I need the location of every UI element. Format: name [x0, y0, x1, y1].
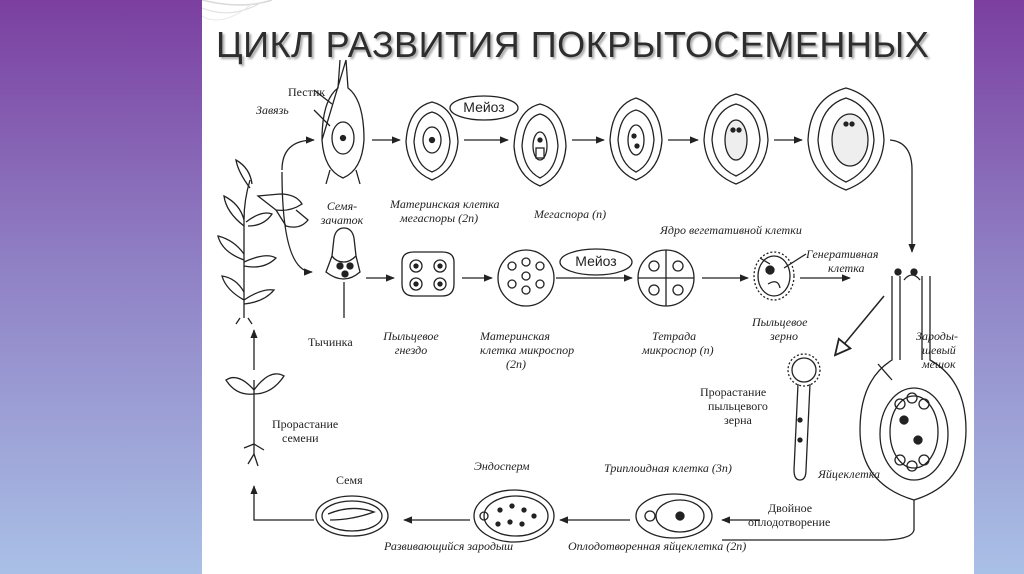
microspore-mother-cell: [498, 250, 554, 306]
ovule-stage-3: [514, 104, 566, 186]
seed: [316, 496, 388, 536]
flowering-plant: [218, 160, 308, 324]
label-prorast-zerna-3: зерна: [724, 414, 752, 427]
ovule-stage-4: [610, 98, 662, 180]
label-zavyaz: Завязь: [256, 104, 289, 117]
label-prorast-semeni-2: семени: [282, 432, 319, 445]
label-zerno-2: зерно: [770, 330, 798, 343]
label-razv-zarodysh: Развивающийся зародыш: [384, 540, 513, 553]
label-megaspora: Мегаспора (n): [534, 208, 606, 221]
label-semyazachatok-2: зачаток: [312, 214, 372, 227]
label-yaytsekletka: Яйцеклетка: [818, 468, 880, 481]
label-triploid: Триплоидная клетка (3n): [604, 462, 732, 475]
label-prorast-zerna-1: Прорастание: [700, 386, 766, 399]
label-oplod-yaytsekletka: Оплодотворенная яйцеклетка (2n): [568, 540, 746, 553]
label-mat-mikrospor-1: Материнская: [480, 330, 550, 343]
label-zerno-1: Пыльцевое: [752, 316, 808, 329]
label-mat-megaspory-2: мегаспоры (2n): [400, 212, 478, 225]
label-zarod-meshok-3: мешок: [922, 358, 956, 371]
label-yadro-veg: Ядро вегетативной клетки: [660, 224, 802, 237]
label-dvoynoe-1: Двойное: [768, 502, 812, 515]
ovule-stage-1: [322, 60, 364, 184]
stamen-anther: [326, 228, 360, 318]
pollen-sac: [402, 252, 454, 296]
label-zarod-meshok-2: шевый: [922, 344, 956, 357]
label-mat-mikrospor-3: (2n): [506, 358, 526, 371]
label-mat-megaspory-1: Материнская клетка: [390, 198, 500, 211]
label-mat-mikrospor-2: клетка микроспор: [480, 344, 574, 357]
label-endosperm: Эндосперм: [474, 460, 530, 473]
pollen-grain: [754, 252, 794, 300]
microspore-tetrad: [638, 250, 694, 306]
germinating-pollen-grain: [788, 354, 820, 480]
label-semyazachatok-1: Семя-: [312, 200, 372, 213]
label-tetrada-1: Тетрада: [652, 330, 696, 343]
label-prorast-zerna-2: пыльцевого: [708, 400, 768, 413]
label-tychinka: Тычинка: [308, 336, 353, 349]
ovule-stage-6: [808, 88, 884, 190]
label-gnezdo-2: гнездо: [376, 344, 446, 357]
label-semya: Семя: [336, 474, 363, 487]
label-generativnaya-1: Генеративная: [806, 248, 878, 261]
label-prorast-semeni-1: Прорастание: [272, 418, 338, 431]
endosperm-seed: [474, 490, 554, 542]
label-generativnaya-2: клетка: [828, 262, 865, 275]
label-tetrada-2: микроспор (n): [642, 344, 714, 357]
ovule-stage-5: [704, 94, 768, 184]
label-meiosis-mid: Мейоз: [560, 253, 632, 269]
label-meiosis-top: Мейоз: [450, 99, 518, 115]
triploid-cell: [636, 494, 712, 538]
label-zarod-meshok-1: Зароды-: [916, 330, 958, 343]
label-pestik: Пестик: [288, 86, 325, 99]
label-gnezdo-1: Пыльцевое: [376, 330, 446, 343]
label-dvoynoe-2: оплодотворение: [748, 516, 830, 529]
